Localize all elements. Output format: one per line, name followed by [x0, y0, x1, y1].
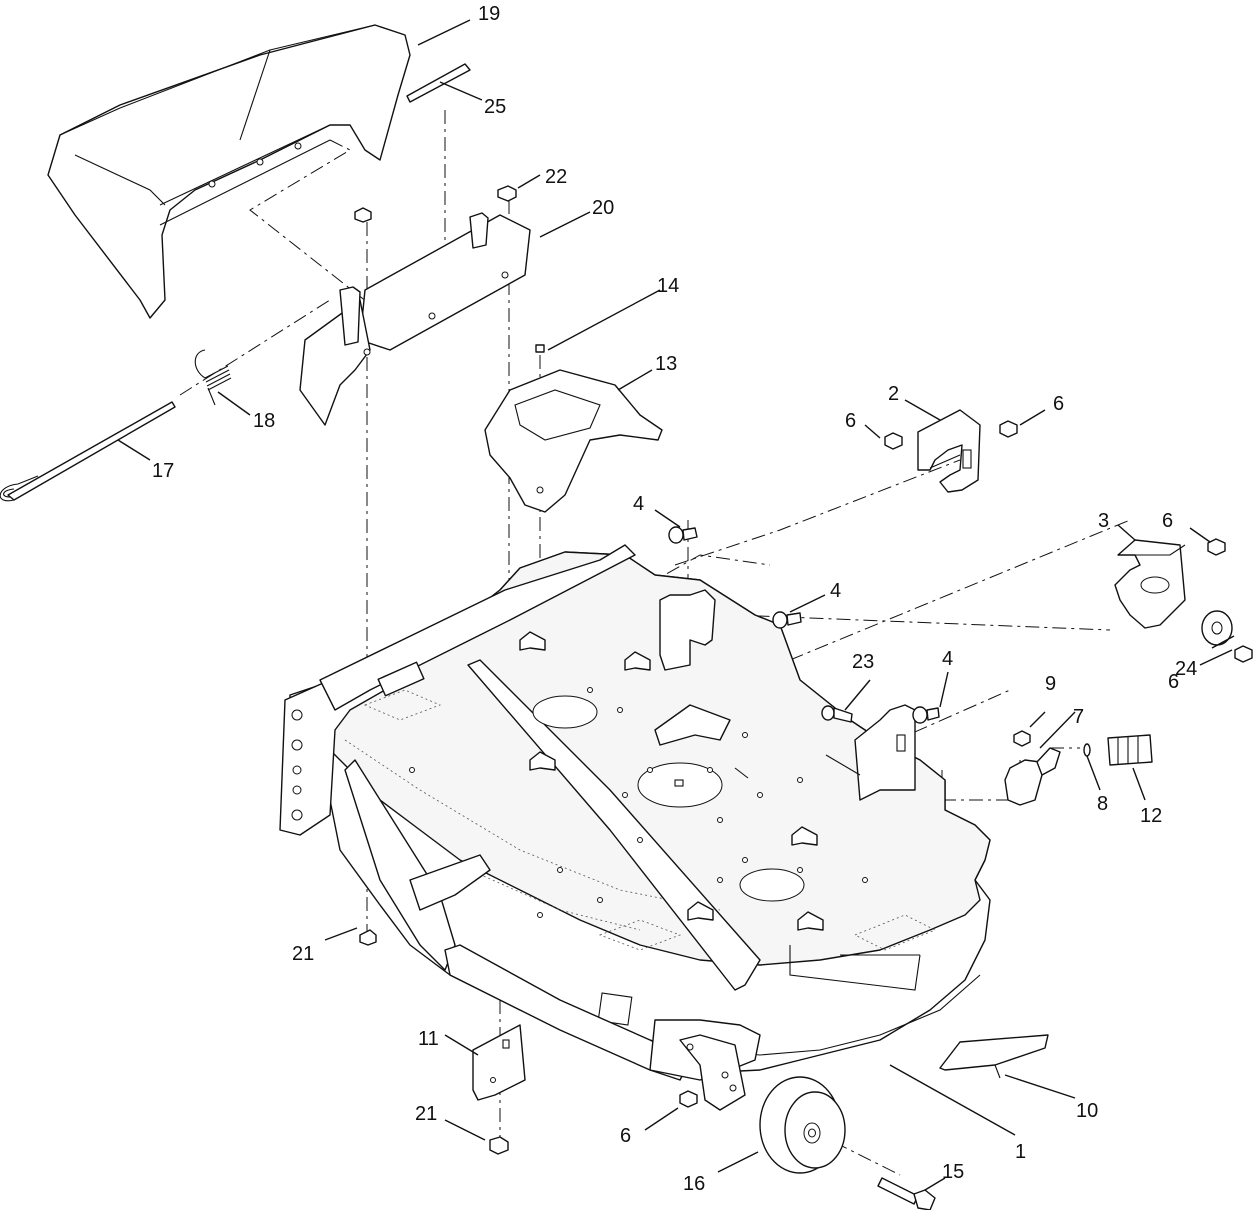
caster-wheel: [759, 1076, 846, 1174]
mower-deck-housing: [289, 551, 991, 1073]
deck-spindle-openings: [532, 695, 805, 902]
callout-6-c: 6: [1162, 510, 1173, 532]
flange-nuts-6: [679, 420, 1253, 1108]
callout-9: 9: [1045, 673, 1056, 695]
hitch-bracket-3: [1114, 539, 1186, 629]
belt-cover: [484, 369, 663, 513]
callout-7: 7: [1073, 706, 1084, 728]
deck-hitch-brackets: [659, 589, 916, 801]
deck-rivet-holes: [409, 687, 868, 918]
callout-22: 22: [545, 166, 567, 188]
bolt-head-top: [354, 207, 372, 223]
callout-11: 11: [418, 1028, 439, 1050]
deflector-mount-bracket: [299, 212, 531, 426]
callout-6-d: 6: [1168, 671, 1179, 693]
callout-19: 19: [478, 3, 500, 25]
decal-strip: [406, 63, 471, 103]
callout-8: 8: [1097, 793, 1108, 815]
anti-scalp-bracket: [472, 1024, 526, 1101]
callout-21-a: 21: [292, 943, 314, 965]
deck-side-plate-left: [279, 544, 636, 836]
callout-24: 24: [1175, 658, 1197, 680]
deck-front-skirt: [344, 759, 691, 1081]
callout-1: 1: [1015, 1141, 1026, 1163]
callout-23: 23: [852, 651, 874, 673]
callout-14: 14: [657, 275, 679, 297]
callout-leaders: [117, 19, 1235, 1191]
torsion-spring: [194, 349, 232, 406]
callout-3: 3: [1098, 510, 1109, 532]
callout-15: 15: [942, 1161, 964, 1183]
deflector-rod: [0, 401, 176, 502]
callout-4-c: 4: [942, 648, 953, 670]
callout-6-a: 6: [845, 410, 856, 432]
spacer-washer-24: [1201, 610, 1233, 646]
callout-6-e: 6: [620, 1125, 631, 1147]
callout-21-b: 21: [415, 1103, 437, 1125]
carriage-bolts: [668, 526, 940, 776]
callout-25: 25: [484, 96, 506, 118]
callout-12: 12: [1140, 805, 1162, 827]
callout-13: 13: [655, 353, 677, 375]
callout-17: 17: [152, 460, 174, 482]
callout-4-b: 4: [830, 580, 841, 602]
callout-labels: 1 2 3 4 4 4 6 6 6 6 6 7 8 9 10 11 12 13 …: [152, 3, 1197, 1195]
hitch-bracket-2: [917, 409, 981, 493]
callout-4-a: 4: [633, 493, 644, 515]
deck-baffle-rib: [467, 659, 761, 991]
callout-2: 2: [888, 383, 899, 405]
flange-nut-22: [497, 185, 517, 202]
cover-screw: [535, 344, 545, 353]
deck-mount-tabs: [519, 631, 824, 931]
carriage-bolts-21: [359, 929, 509, 1155]
callout-16: 16: [683, 1173, 705, 1195]
callout-10: 10: [1076, 1100, 1098, 1122]
caster-bracket: [649, 1019, 761, 1111]
discharge-deflector: [47, 24, 411, 319]
callout-18: 18: [253, 410, 275, 432]
callout-20: 20: [592, 197, 614, 219]
discharge-side-shield: [939, 1034, 1049, 1079]
callout-6-b: 6: [1053, 393, 1064, 415]
grease-fitting-assembly: [1004, 730, 1153, 806]
axle-bolt-15: [877, 1177, 936, 1210]
